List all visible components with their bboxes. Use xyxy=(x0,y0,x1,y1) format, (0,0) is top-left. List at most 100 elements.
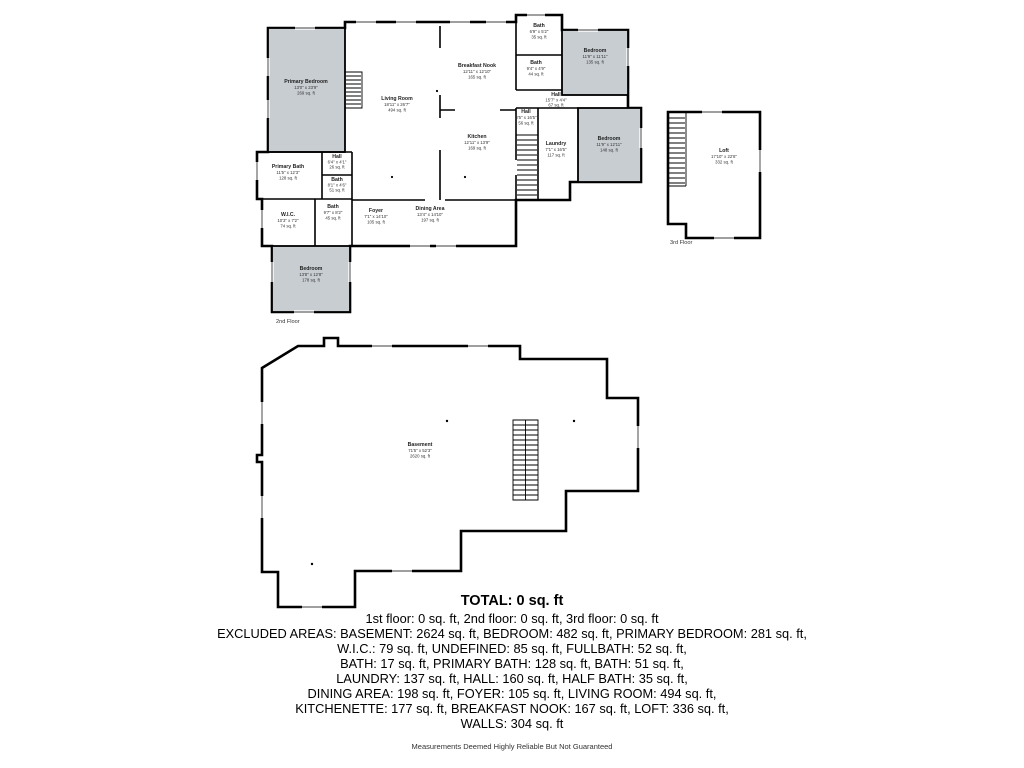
staircase-main xyxy=(516,134,538,196)
svg-text:9'4" x 4'9": 9'4" x 4'9" xyxy=(527,66,546,71)
room-label-laundry: Laundry 7'1" x 16'5" 117 sq. ft xyxy=(545,141,567,158)
third-floor-windows xyxy=(702,111,761,239)
bedroom-bottom-area xyxy=(271,245,351,313)
svg-text:W.I.C.: W.I.C. xyxy=(281,212,296,218)
second-floor-room-labels: Primary Bedroom 13'0" x 23'9" 269 sq. ft… xyxy=(272,23,622,283)
column-marker xyxy=(435,89,439,93)
staircase-upper xyxy=(345,71,363,109)
svg-text:18'11" x 26'7": 18'11" x 26'7" xyxy=(384,102,410,107)
summary-disclaimer: Measurements Deemed Highly Reliable But … xyxy=(411,742,613,751)
second-floor-windows xyxy=(256,14,642,313)
room-label-basement: Basement 71'5" x 52'3" 2620 sq. ft xyxy=(408,442,433,459)
room-label-living-room: Living Room 18'11" x 26'7" 494 sq. ft xyxy=(381,96,413,113)
svg-text:Bath: Bath xyxy=(327,204,339,210)
room-label-loft: Loft 17'10" x 22'8" 332 sq. ft xyxy=(711,148,737,165)
svg-text:10'3" x 7'2": 10'3" x 7'2" xyxy=(277,218,299,223)
svg-text:17'10" x 22'8": 17'10" x 22'8" xyxy=(711,154,737,159)
room-label-hall-upper: Hall 15'7" x 4'4" 67 sq. ft xyxy=(545,92,567,108)
svg-text:13'8" x 12'8": 13'8" x 12'8" xyxy=(299,272,323,277)
room-label-bedroom-bottom: Bedroom 13'8" x 12'8" 178 sq. ft xyxy=(299,266,323,283)
column-marker xyxy=(310,562,314,566)
third-floor-outline xyxy=(666,110,762,240)
svg-text:Kitchen: Kitchen xyxy=(467,134,486,140)
svg-text:44 sq. ft: 44 sq. ft xyxy=(528,72,544,77)
svg-text:35 sq. ft: 35 sq. ft xyxy=(531,35,547,40)
svg-text:494 sq. ft: 494 sq. ft xyxy=(388,108,406,113)
room-label-hall-left: Hall 6'4" x 4'1" 26 sq. ft xyxy=(328,154,347,170)
bedroom-right-area xyxy=(577,107,642,183)
svg-text:197 sq. ft: 197 sq. ft xyxy=(421,218,439,223)
svg-text:Living Room: Living Room xyxy=(381,96,413,102)
room-label-bath-lower-left: Bath 9'7" x 8'2" 45 sq. ft xyxy=(324,204,343,221)
second-floor-plan: Primary Bedroom 13'0" x 23'9" 269 sq. ft… xyxy=(255,13,643,325)
summary-line-excluded-3: BATH: 17 sq. ft, PRIMARY BATH: 128 sq. f… xyxy=(340,656,684,671)
svg-text:13'0" x 23'9": 13'0" x 23'9" xyxy=(294,85,318,90)
svg-text:51 sq. ft: 51 sq. ft xyxy=(329,188,345,193)
room-label-primary-bath: Primary Bath 11'5" x 12'3" 128 sq. ft xyxy=(272,164,304,181)
svg-text:117 sq. ft: 117 sq. ft xyxy=(547,153,565,158)
svg-text:135 sq. ft: 135 sq. ft xyxy=(586,60,604,65)
second-floor-interior-walls xyxy=(257,15,578,246)
svg-text:Breakfast Nook: Breakfast Nook xyxy=(458,63,496,69)
svg-text:13'4" x 14'10": 13'4" x 14'10" xyxy=(417,212,443,217)
svg-text:7'1" x 16'5": 7'1" x 16'5" xyxy=(545,147,567,152)
svg-text:165 sq. ft: 165 sq. ft xyxy=(468,75,486,80)
third-floor-plan: Loft 17'10" x 22'8" 332 sq. ft 3rd Floor xyxy=(666,110,762,246)
svg-text:Primary Bedroom: Primary Bedroom xyxy=(284,79,328,85)
svg-text:56 sq. ft: 56 sq. ft xyxy=(518,121,534,126)
room-label-wic: W.I.C. 10'3" x 7'2" 74 sq. ft xyxy=(277,212,299,229)
svg-text:Primary Bath: Primary Bath xyxy=(272,164,304,170)
svg-text:26 sq. ft: 26 sq. ft xyxy=(329,165,345,170)
svg-text:11'5" x 12'3": 11'5" x 12'3" xyxy=(276,170,300,175)
room-label-bedroom-top-right: Bedroom 11'9" x 11'11" 135 sq. ft xyxy=(583,48,608,65)
basement-outline xyxy=(255,336,640,609)
column-marker xyxy=(572,419,576,423)
room-label-dining-area: Dining Area 13'4" x 14'10" 197 sq. ft xyxy=(416,206,445,223)
svg-text:Hall: Hall xyxy=(551,92,561,98)
staircase-basement xyxy=(512,419,539,501)
svg-text:Bedroom: Bedroom xyxy=(300,266,323,272)
svg-text:15'7" x 4'4": 15'7" x 4'4" xyxy=(545,98,567,103)
basement-windows xyxy=(261,345,639,608)
svg-text:8'1" x 4'6": 8'1" x 4'6" xyxy=(328,183,347,188)
summary-line-excluded-2: W.I.C.: 79 sq. ft, UNDEFINED: 85 sq. ft,… xyxy=(337,641,687,656)
room-label-kitchen: Kitchen 12'11" x 13'9" 169 sq. ft xyxy=(464,134,490,151)
svg-text:Hall: Hall xyxy=(521,109,531,115)
svg-text:178 sq. ft: 178 sq. ft xyxy=(302,278,320,283)
room-label-primary-bedroom: Primary Bedroom 13'0" x 23'9" 269 sq. ft xyxy=(284,79,328,96)
svg-text:Bath: Bath xyxy=(530,60,542,66)
summary-section: TOTAL: 0 sq. ft 1st floor: 0 sq. ft, 2nd… xyxy=(0,593,1024,751)
room-label-bath-middle: Bath 9'4" x 4'9" 44 sq. ft xyxy=(527,60,546,77)
svg-text:6'4" x 4'1": 6'4" x 4'1" xyxy=(328,160,347,165)
room-label-bath-left: Bath 8'1" x 4'6" 51 sq. ft xyxy=(328,177,347,193)
svg-text:Hall: Hall xyxy=(332,154,342,160)
summary-line-floors: 1st floor: 0 sq. ft, 2nd floor: 0 sq. ft… xyxy=(365,611,659,626)
second-floor-caption: 2nd Floor xyxy=(276,319,300,325)
third-floor-caption: 3rd Floor xyxy=(670,240,693,246)
svg-text:11'9" x 12'11": 11'9" x 12'11" xyxy=(596,142,622,147)
svg-text:105 sq. ft: 105 sq. ft xyxy=(367,220,385,225)
svg-text:67 sq. ft: 67 sq. ft xyxy=(548,103,564,108)
svg-text:Bedroom: Bedroom xyxy=(598,136,621,142)
room-label-bedroom-right: Bedroom 11'9" x 12'11" 148 sq. ft xyxy=(596,136,622,153)
primary-bedroom-area xyxy=(267,27,346,153)
svg-text:12'11" x 12'10": 12'11" x 12'10" xyxy=(463,69,492,74)
svg-text:9'7" x 8'2": 9'7" x 8'2" xyxy=(324,210,343,215)
room-label-breakfast-nook: Breakfast Nook 12'11" x 12'10" 165 sq. f… xyxy=(458,63,496,80)
column-marker xyxy=(445,419,449,423)
svg-text:128 sq. ft: 128 sq. ft xyxy=(279,176,297,181)
svg-text:169 sq. ft: 169 sq. ft xyxy=(468,146,486,151)
svg-text:12'11" x 13'9": 12'11" x 13'9" xyxy=(464,140,490,145)
svg-text:Laundry: Laundry xyxy=(546,141,567,147)
svg-text:6'9" x 5'2": 6'9" x 5'2" xyxy=(530,29,549,34)
summary-line-excluded-4: LAUNDRY: 137 sq. ft, HALL: 160 sq. ft, H… xyxy=(336,671,688,686)
staircase-loft xyxy=(668,112,687,187)
svg-text:Foyer: Foyer xyxy=(369,208,383,214)
svg-text:3'5" x 16'5": 3'5" x 16'5" xyxy=(515,115,537,120)
svg-text:Bedroom: Bedroom xyxy=(584,48,607,54)
room-label-foyer: Foyer 7'1" x 14'10" 105 sq. ft xyxy=(364,208,388,225)
column-marker xyxy=(390,175,394,179)
column-marker xyxy=(463,175,467,179)
svg-text:Basement: Basement xyxy=(408,442,433,448)
